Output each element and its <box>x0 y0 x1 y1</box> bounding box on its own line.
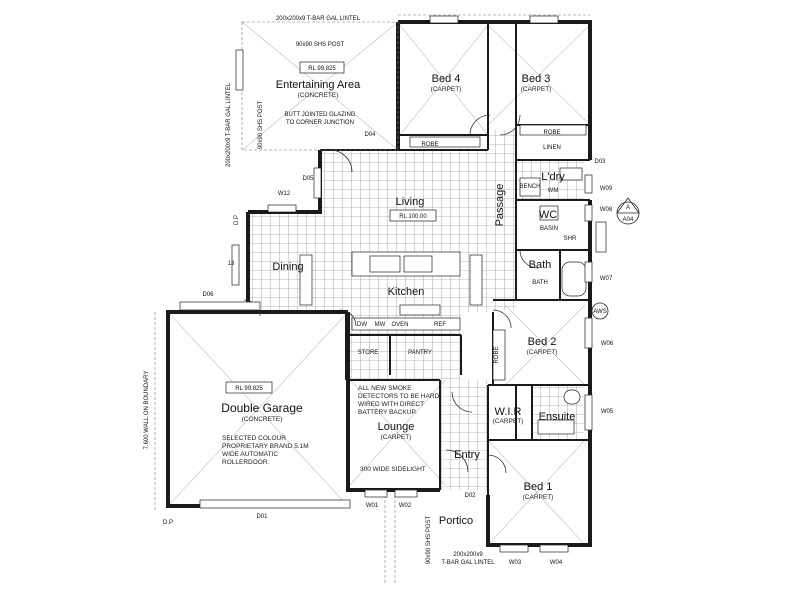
window-w06: W06 <box>601 341 614 347</box>
note-side-post: 90x90 SHS POST <box>258 100 264 149</box>
room-garage-label: Double Garage <box>221 401 303 415</box>
note-roller-3: WIDE AUTOMATIC <box>222 451 278 458</box>
note-roller-1: SELECTED COLOUR <box>222 435 286 442</box>
room-entertaining-sub: (CONCRETE) <box>298 92 339 99</box>
door-d06: D06 <box>202 292 214 298</box>
room-bed4-sub: (CARPET) <box>431 86 462 93</box>
door-d05: D05 <box>302 176 314 182</box>
level-garage: RL 99.825 <box>235 386 263 392</box>
kitchen-oven: OVEN <box>391 322 408 328</box>
door-d02: D02 <box>464 493 476 499</box>
ldry-bench: BENCH <box>519 184 540 190</box>
note-aws: AWS <box>593 309 606 315</box>
room-ensuite-label: Ensuite <box>539 411 576 423</box>
note-boundary: 7.600 WALL ON BOUNDARY <box>144 371 150 450</box>
section-a04: A04 <box>623 217 634 223</box>
room-entry-label: Entry <box>454 449 480 461</box>
note-lintel-bottom-1: 200x200x9 <box>453 552 483 558</box>
window-w03: W03 <box>509 560 522 566</box>
window-w05: W05 <box>601 409 614 415</box>
room-dining-label: Dining <box>272 261 303 273</box>
kitchen-mw: MW <box>375 322 386 328</box>
note-shs-post-top: 90x90 SHS POST <box>296 42 345 48</box>
note-dp-garage: D.P <box>163 520 173 526</box>
note-lintel-top: 200x200x9 T-BAR GAL LINTEL <box>276 16 361 22</box>
bath-shr: SHR <box>564 236 577 242</box>
note-roller-4: ROLLERDOOR. <box>222 459 270 466</box>
level-entertaining: RL 99.825 <box>308 66 336 72</box>
note-smoke-1: ALL NEW SMOKE <box>358 385 412 392</box>
room-passage-label: Passage <box>494 184 506 227</box>
room-diagonals <box>167 21 591 546</box>
window-frames <box>231 15 593 553</box>
bath-bath: BATH <box>532 280 548 286</box>
room-bed1-label: Bed 1 <box>524 481 553 493</box>
roller-door <box>179 301 351 509</box>
note-dp: D.P <box>234 215 240 225</box>
window-w04: W04 <box>550 560 563 566</box>
note-glazing-2: TO CORNER JUNCTION <box>286 120 354 126</box>
window-w08: W08 <box>600 207 613 213</box>
kitchen-dw: DW <box>357 322 367 328</box>
room-bed3-sub: (CARPET) <box>521 86 552 93</box>
room-bed3-label: Bed 3 <box>522 73 551 85</box>
room-lounge-sub: (CARPET) <box>381 434 412 441</box>
room-entertaining-label: Entertaining Area <box>276 79 361 91</box>
room-portico-label: Portico <box>439 515 473 527</box>
window-w09: W09 <box>600 186 613 192</box>
note-smoke-2: DETECTORS TO BE HARD <box>358 393 440 400</box>
room-wc-label: WC <box>539 209 557 221</box>
note-roller-2: PROPRIETARY BRAND 5.1M <box>222 443 309 450</box>
note-sidelight: 300 WIDE SIDELIGHT <box>360 466 426 473</box>
note-glazing-1: BUTT JOINTED GLAZING <box>285 112 356 118</box>
room-ldry-label: L'dry <box>541 171 565 183</box>
room-lounge-label: Lounge <box>378 421 415 433</box>
room-wir-label: W.I.R <box>495 406 522 418</box>
room-kitchen-label: Kitchen <box>388 286 425 298</box>
note-smoke-3: WIRED WITH DIRECT <box>358 401 424 408</box>
room-bed4-label: Bed 4 <box>432 73 461 85</box>
robe-bed4: ROBE <box>421 142 438 148</box>
kitchen-ref: REF <box>434 322 446 328</box>
window-w07: W07 <box>600 276 613 282</box>
room-bath-label: Bath <box>529 259 552 271</box>
robe-bed2: ROBE <box>494 346 500 363</box>
door-swings <box>243 114 539 474</box>
room-wir-sub: (CARPET) <box>493 418 524 425</box>
door-d01: D01 <box>256 514 268 520</box>
level-living: RL 100.00 <box>399 214 427 220</box>
door-d04: D04 <box>364 132 376 138</box>
room-store-label: STORE <box>358 350 379 356</box>
room-garage-sub: (CONCRETE) <box>242 416 283 423</box>
level-boxes <box>225 61 437 394</box>
wc-basin: BASIN <box>540 226 558 232</box>
window-w12: W12 <box>278 191 291 197</box>
note-side-lintel: 200x200x9 T-BAR GAL LINTEL <box>226 82 232 167</box>
note-lintel-bottom-2: T-BAR GAL LINTEL <box>441 560 495 566</box>
note-smoke-4: BATTERY BACKUP. <box>358 409 417 416</box>
linen-label: LINEN <box>543 145 561 151</box>
dashed-outlines <box>154 14 590 585</box>
room-pantry-label: PANTRY <box>408 350 432 356</box>
note-portico-post: 90x90 SHS POST <box>426 515 432 564</box>
wet-area-fittings <box>409 124 607 435</box>
window-w02: W02 <box>399 503 412 509</box>
window-w01: W01 <box>366 503 379 509</box>
ldry-wm: WM <box>548 188 559 194</box>
internal-walls <box>320 22 590 495</box>
room-living-label: Living <box>396 196 425 208</box>
room-bed2-sub: (CARPET) <box>527 349 558 356</box>
kitchen-fittings <box>299 251 483 331</box>
door-d03: D03 <box>594 159 606 165</box>
room-bed1-sub: (CARPET) <box>523 494 554 501</box>
robe-bed3: ROBE <box>543 130 560 136</box>
section-marker <box>591 197 640 320</box>
note-13: 13 <box>228 261 235 267</box>
section-a: A <box>626 205 630 211</box>
room-bed2-label: Bed 2 <box>528 336 557 348</box>
